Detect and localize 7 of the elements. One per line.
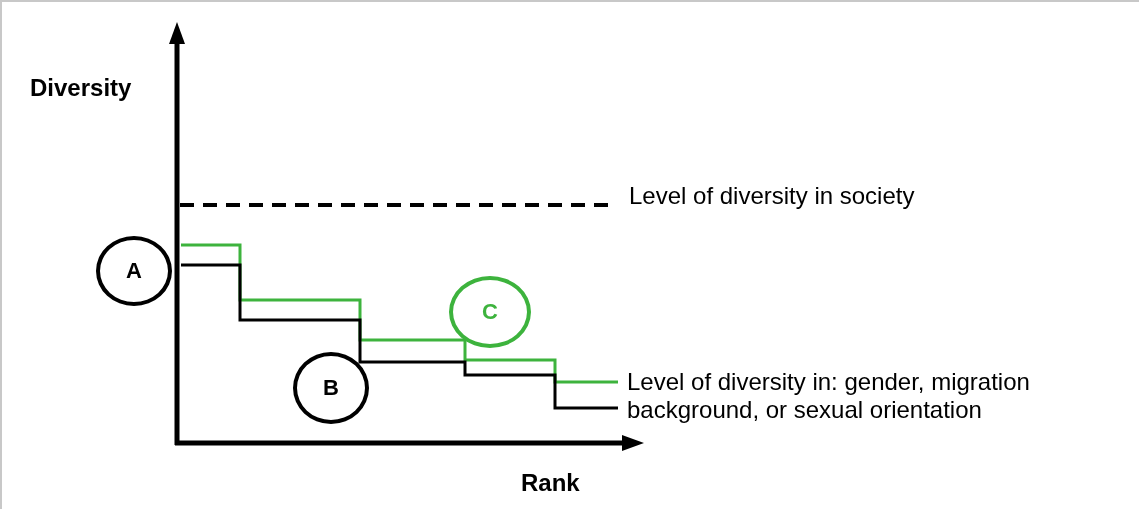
circle-label: C [449,276,531,348]
axis-title: Rank [521,469,580,497]
circle-label: B [293,352,369,424]
line-label: Level of diversity in society [629,182,915,210]
line-label: Level of diversity in: gender, migration background, or sexual orientation [627,368,1031,424]
axis-title: Diversity [30,74,132,102]
circle-label: A [96,236,172,306]
